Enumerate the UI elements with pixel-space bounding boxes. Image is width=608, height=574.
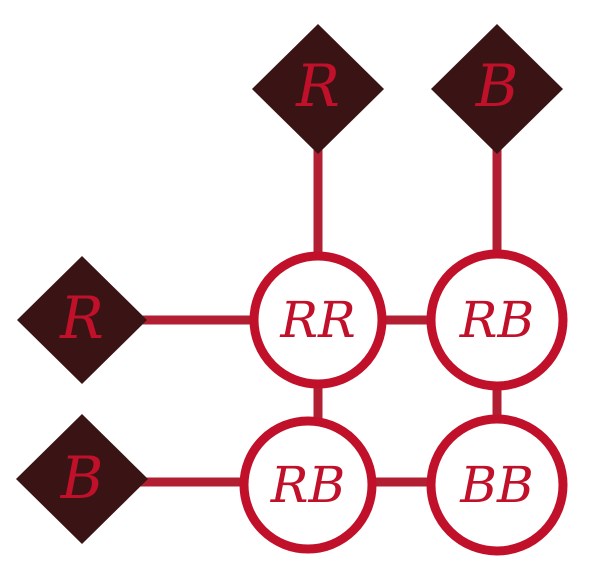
- allele-label: B: [60, 444, 104, 512]
- genotype-label: BB: [459, 456, 534, 514]
- allele-label: R: [59, 284, 104, 352]
- cell-circle: [239, 416, 377, 554]
- genotype-cell-rr: RR: [249, 251, 387, 389]
- cell-circle: [249, 251, 387, 389]
- diamond-shape: [431, 24, 563, 154]
- left-allele-1: R: [17, 256, 147, 384]
- top-allele-2: B: [431, 24, 563, 154]
- cell-circle: [426, 414, 568, 556]
- diamond-shape: [16, 414, 148, 544]
- diamond-shape: [17, 256, 147, 384]
- cell-circle: [426, 249, 568, 391]
- genotype-cell-bb: BB: [426, 414, 568, 556]
- genotype-label: RB: [459, 291, 534, 349]
- genotype-cell-rb-bottom: RB: [239, 416, 377, 554]
- diamond-shape: [252, 24, 384, 154]
- top-allele-1: R: [252, 24, 384, 154]
- left-allele-2: B: [16, 414, 148, 544]
- allele-label: R: [295, 52, 340, 120]
- genotype-label: RB: [270, 456, 345, 514]
- allele-label: B: [475, 52, 519, 120]
- connector-lines: [140, 140, 502, 487]
- genotype-label: RR: [279, 291, 355, 349]
- genotype-cell-rb-top: RB: [426, 249, 568, 391]
